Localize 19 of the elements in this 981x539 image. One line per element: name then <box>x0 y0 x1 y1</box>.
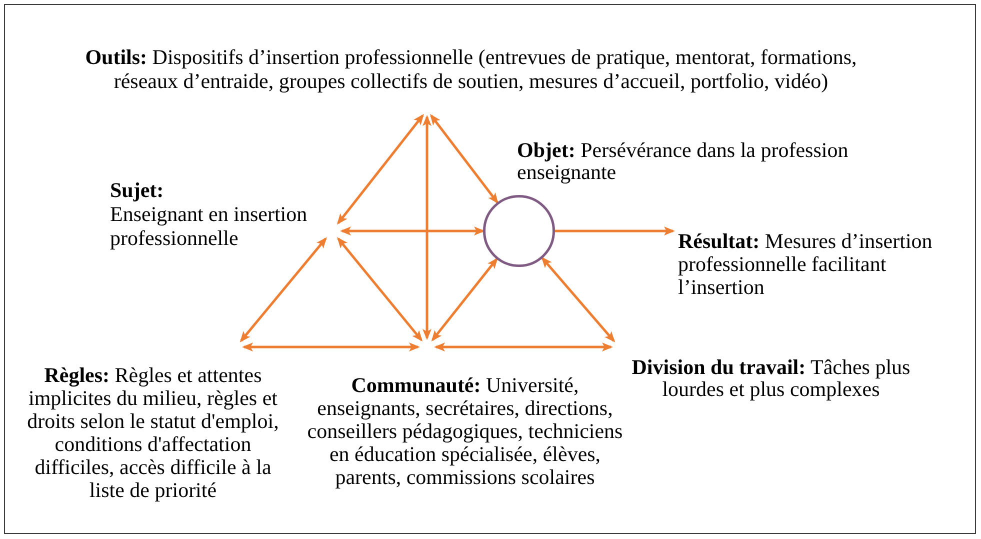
double-arrow <box>431 258 498 342</box>
highlight-circle <box>483 195 555 267</box>
arrow <box>555 226 675 236</box>
double-arrow <box>337 237 423 342</box>
double-arrow <box>541 256 616 342</box>
text-label: Résultat: Mesures d’insertion professionnelle facilitant l’insertion <box>678 230 946 299</box>
double-arrow <box>336 114 424 225</box>
double-arrow <box>430 114 498 204</box>
double-arrow <box>242 342 420 352</box>
double-arrow <box>434 342 613 352</box>
caption-text: Objet: Persévérance dans la profession enseignante <box>517 139 850 183</box>
double-arrow <box>422 115 432 340</box>
text-label: Division du travail: Tâches plus lourdes et plus complexes <box>626 356 916 400</box>
text-label: Outils: Dispositifs d’insertion professionnelle (entrevues de pratique, mentorat, formations, réseaux d’entraide, groupes collectifs de soutien, mesures d’accueil, portfolio, vidéo) <box>71 45 871 101</box>
text-label: Règles: Règles et attentes implicites du milieu, règles et droits selon le statut d'emploi, conditions d'affectation difficiles, accès difficile à la liste de priorité <box>22 364 284 502</box>
text-label: Sujet: Enseignant en insertion professionnelle <box>110 178 324 250</box>
text-label: Communauté: Université, enseignants, secrétaires, directions, conseillers pédagogiques, techniciens en éducation spécialisée, élèves, parents, commissions scolaires <box>301 374 629 489</box>
double-arrow <box>340 226 485 236</box>
double-arrow <box>240 237 327 342</box>
